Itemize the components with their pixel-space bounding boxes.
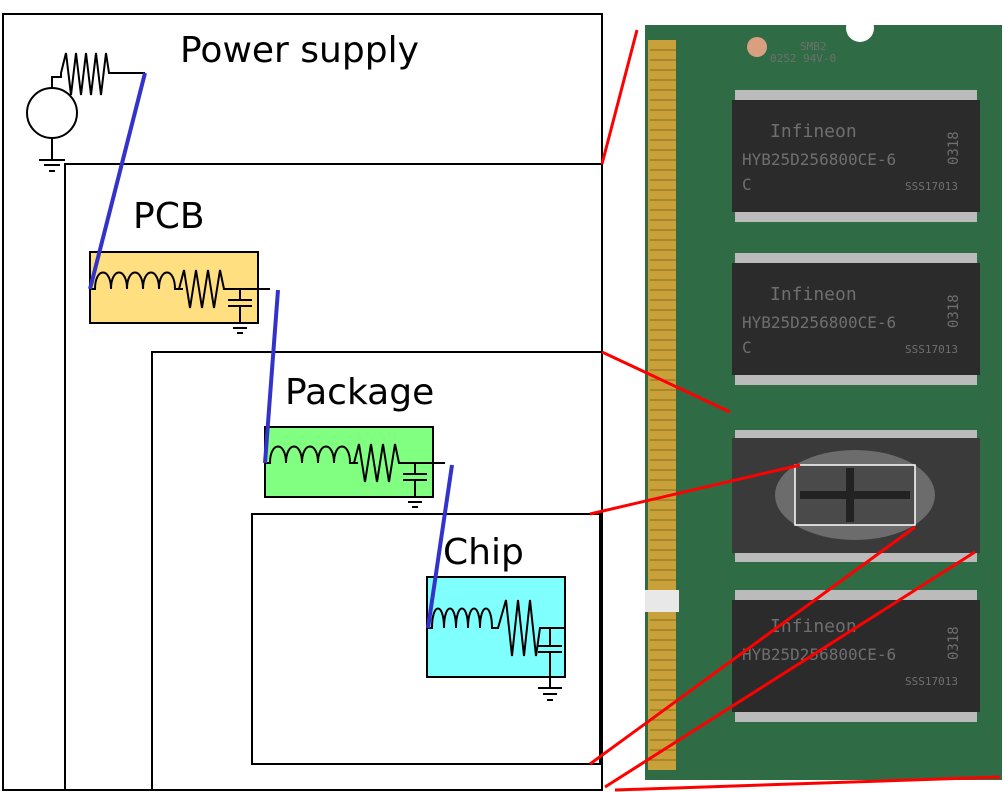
decapped-chip [732,430,980,562]
svg-text:SSS17013: SSS17013 [905,343,958,356]
power-supply-label: Power supply [180,30,419,71]
svg-text:HYB25D256800CE-6: HYB25D256800CE-6 [742,150,896,169]
chip-label: Chip [443,532,524,573]
package-rlc-model [264,426,445,508]
svg-text:C: C [742,175,752,194]
dram-chip: Infineon HYB25D256800CE-6 C SSS17013 031… [732,90,980,222]
svg-text:HYB25D256800CE-6: HYB25D256800CE-6 [742,645,896,664]
svg-text:Infineon: Infineon [770,121,857,142]
connector-supply-pcb [88,72,147,290]
voltage-source-icon [26,52,145,172]
board-marking-2: 0252 94V-0 [770,52,836,65]
dram-chip: Infineon HYB25D256800CE-6 C SSS17013 031… [732,253,980,385]
svg-text:HYB25D256800CE-6: HYB25D256800CE-6 [742,313,896,332]
pcb-label: PCB [133,196,205,237]
svg-text:C: C [742,338,752,357]
svg-text:SSS17013: SSS17013 [905,675,958,688]
package-box [151,351,603,791]
connector-package-chip [426,464,454,629]
svg-text:Infineon: Infineon [770,284,857,305]
pcb-rlc-model [89,251,270,334]
callout-lines [589,29,1001,792]
svg-text:0318: 0318 [946,131,962,165]
board-marking-1: SMB2 [800,40,827,53]
svg-text:0318: 0318 [946,294,962,328]
svg-text:0318: 0318 [946,626,962,660]
memory-module-photo: SMB2 0252 94V-0 Infineon HYB25D256800CE-… [645,14,1002,780]
dram-chip: Infineon HYB25D256800CE-6 SSS17013 0318 [732,590,980,722]
svg-text:Infineon: Infineon [770,616,857,637]
svg-text:SSS17013: SSS17013 [905,180,958,193]
chip-box [251,513,601,765]
connector-pcb-package [263,289,280,464]
chip-rlc-model [426,576,566,701]
package-label: Package [285,372,434,413]
